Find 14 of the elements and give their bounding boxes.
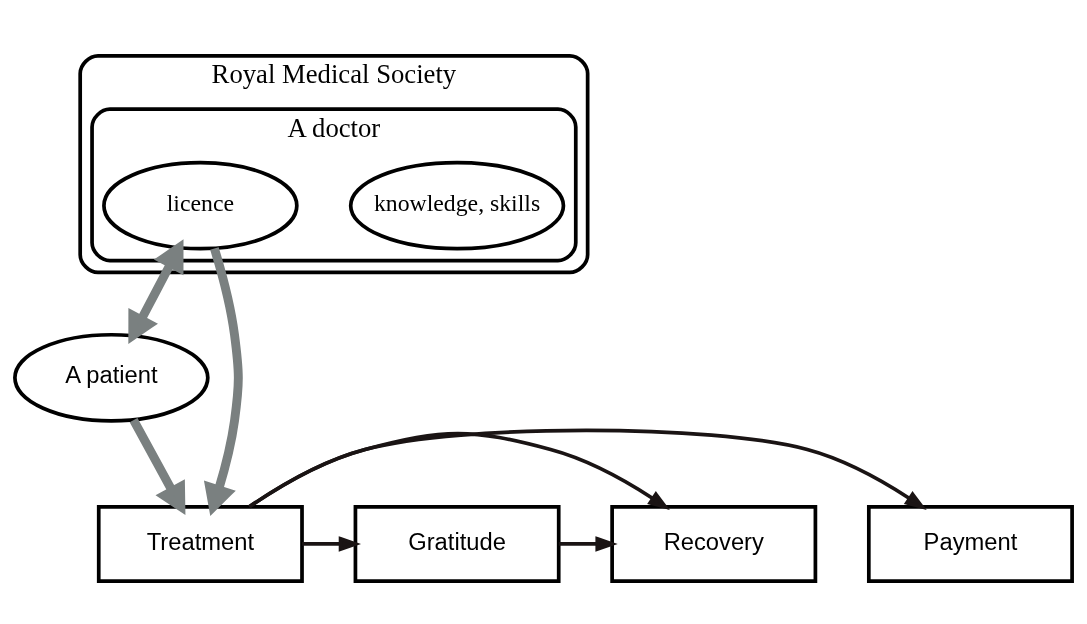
node-ellipse: A patient (13, 332, 210, 423)
arrow (302, 535, 361, 552)
node-ellipse: knowledge, skills (348, 160, 566, 251)
arrow (128, 238, 184, 344)
node-box: Recovery (610, 504, 818, 583)
node-box: Payment (866, 504, 1074, 583)
node-ellipse: licence (102, 160, 299, 251)
node-box: Gratitude (353, 504, 561, 583)
arrow (558, 535, 618, 552)
arrow (129, 417, 186, 515)
arrow (248, 431, 671, 510)
arrow (248, 428, 927, 510)
node-box: Treatment (96, 504, 304, 583)
arrow (203, 246, 243, 516)
